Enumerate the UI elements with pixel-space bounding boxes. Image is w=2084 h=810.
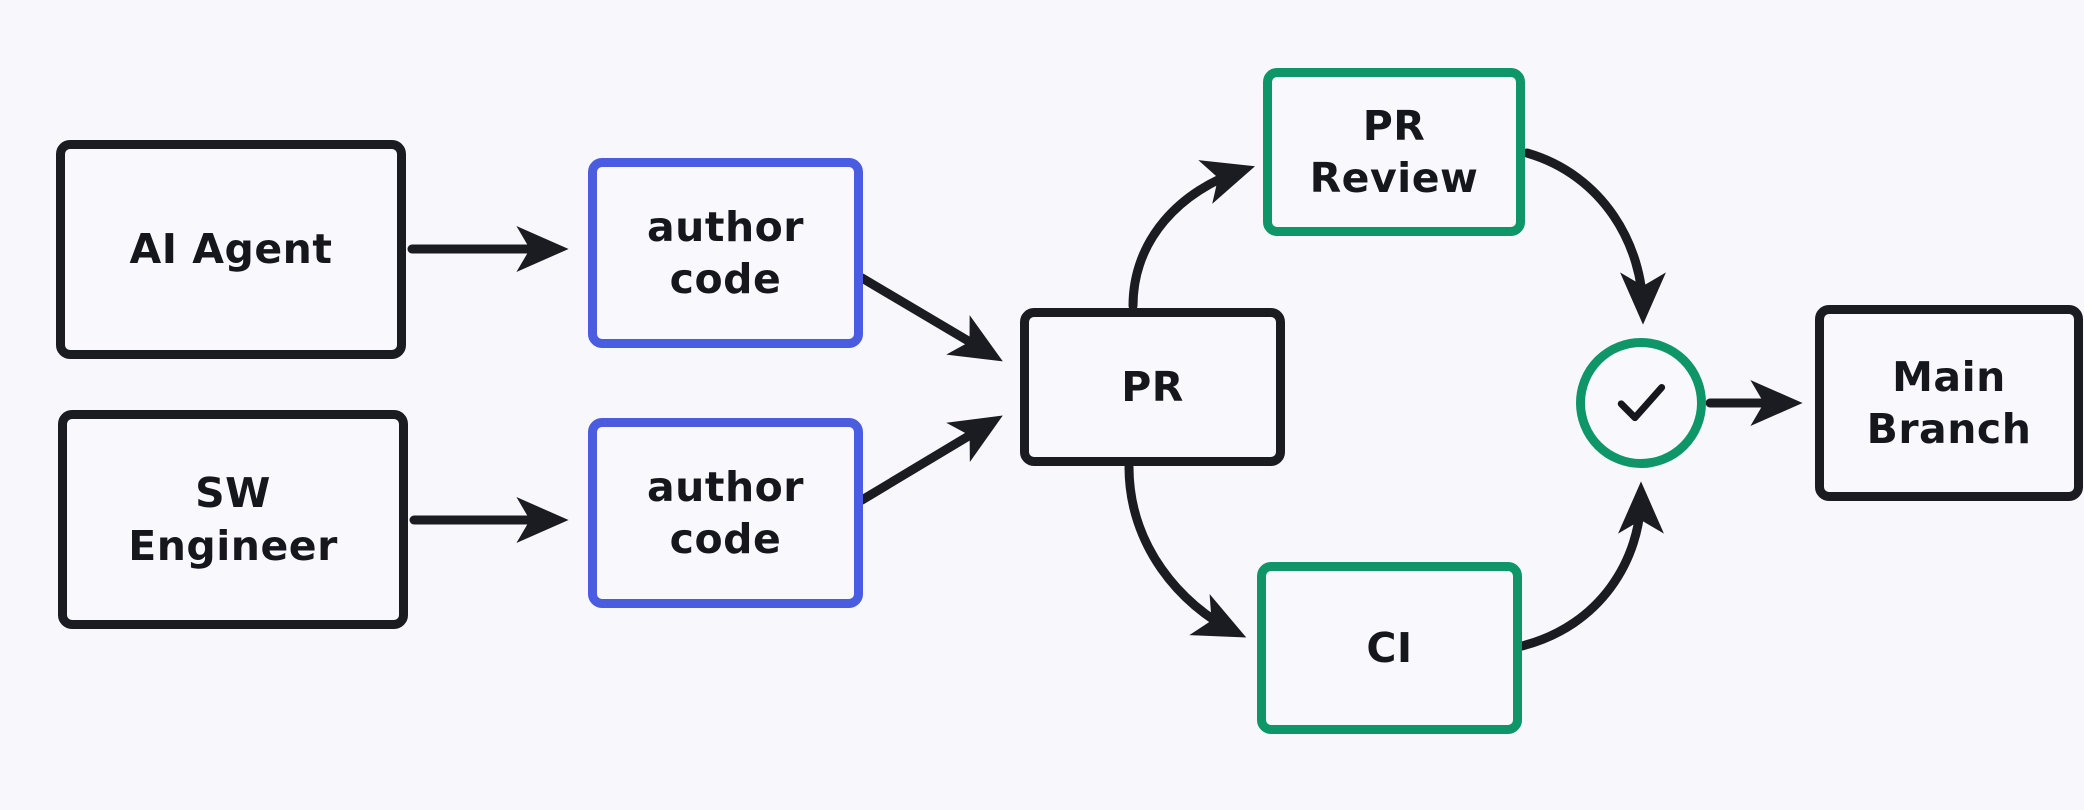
node-sw-engineer[interactable]: SW Engineer	[58, 410, 408, 629]
node-sw-engineer-label: SW Engineer	[128, 469, 338, 570]
node-ai-agent[interactable]: AI Agent	[56, 140, 406, 359]
node-ci[interactable]: CI	[1257, 562, 1522, 734]
node-ai-agent-label: AI Agent	[129, 225, 333, 274]
node-main-branch-label: Main Branch	[1866, 352, 2032, 453]
check-icon	[1617, 384, 1666, 422]
node-pr-label: PR	[1121, 362, 1184, 411]
node-author-code-sw-label: author code	[646, 462, 805, 563]
node-pr-review[interactable]: PR Review	[1263, 68, 1525, 236]
edge-pr-to-pr-review	[1128, 160, 1256, 311]
node-pr-review-label: PR Review	[1309, 101, 1479, 202]
edge-author-code-sw-to-pr	[857, 415, 1003, 505]
node-author-code-ai[interactable]: author code	[588, 158, 863, 348]
node-pr[interactable]: PR	[1020, 308, 1285, 466]
edge-pr-review-to-merge-check	[1522, 148, 1666, 325]
edge-pr-to-ci	[1124, 462, 1247, 638]
edge-ci-to-merge-check	[1517, 481, 1664, 651]
node-author-code-ai-label: author code	[646, 202, 805, 303]
node-merge-check[interactable]	[1576, 338, 1706, 468]
node-author-code-sw[interactable]: author code	[588, 418, 863, 608]
node-ci-label: CI	[1366, 623, 1413, 672]
node-main-branch[interactable]: Main Branch	[1815, 305, 2083, 501]
edge-author-code-ai-to-pr	[857, 273, 1003, 362]
